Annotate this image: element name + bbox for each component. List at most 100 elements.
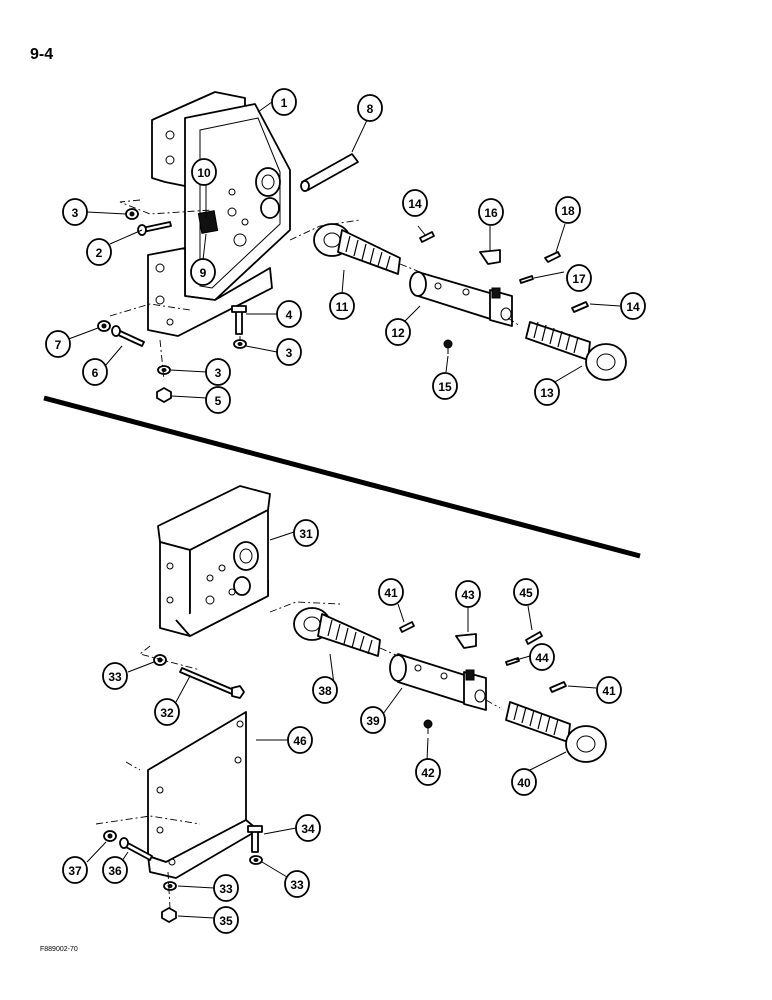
callout-circle: [513, 578, 539, 606]
callout-c33b: 33: [284, 870, 310, 898]
callout-label: 16: [484, 206, 498, 220]
callout-label: 18: [561, 204, 575, 218]
callout-label: 3: [72, 206, 79, 220]
callout-label: 15: [438, 380, 452, 394]
callout-c38: 38: [312, 676, 338, 704]
callout-label: 44: [535, 651, 549, 665]
callout-label: 43: [461, 588, 475, 602]
callout-label: 38: [318, 684, 332, 698]
callout-label: 33: [290, 878, 304, 892]
callout-circle: [191, 158, 217, 186]
callout-label: 14: [626, 300, 640, 314]
callout-circle: [62, 198, 88, 226]
nut-5: [156, 387, 172, 403]
callout-c8: 8: [357, 94, 383, 122]
callout-c32: 32: [154, 698, 180, 726]
callout-c10: 10: [191, 158, 217, 186]
callout-circle: [213, 874, 239, 902]
channel-bracket-31: [157, 485, 271, 637]
callout-c18: 18: [555, 196, 581, 224]
barrel-39: [389, 653, 487, 711]
roll-pin-41a: [399, 621, 415, 633]
callout-label: 5: [215, 394, 222, 408]
rod-end-40: [505, 701, 607, 763]
callout-label: 17: [572, 272, 586, 286]
callout-label: 42: [421, 766, 435, 780]
washer-3b: [233, 339, 247, 349]
bolt-36: [119, 837, 153, 861]
callout-label: 6: [92, 366, 99, 380]
callout-circle: [360, 706, 386, 734]
callout-circle: [620, 292, 646, 320]
callout-label: 40: [517, 776, 531, 790]
callout-c1: 1: [271, 88, 297, 116]
callout-circle: [102, 856, 128, 884]
clip-18: [544, 251, 561, 263]
callout-c41b: 41: [596, 676, 622, 704]
callout-c33c: 33: [213, 874, 239, 902]
callout-circle: [432, 372, 458, 400]
callout-label: 2: [96, 246, 103, 260]
callout-label: 32: [160, 706, 174, 720]
callout-label: 8: [367, 102, 374, 116]
rod-end-13: [525, 321, 627, 381]
callout-c41a: 41: [378, 578, 404, 606]
callout-c42: 42: [415, 758, 441, 786]
callout-circle: [213, 906, 239, 934]
callout-c14b: 14: [620, 292, 646, 320]
callout-circle: [478, 198, 504, 226]
callout-c9: 9: [190, 258, 216, 286]
callout-label: 37: [68, 864, 82, 878]
rod-end-38: [293, 607, 381, 657]
callout-circle: [511, 768, 537, 796]
roll-pin-14b: [571, 301, 589, 313]
callout-circle: [293, 519, 319, 547]
callout-label: 45: [519, 586, 533, 600]
callout-c13: 13: [534, 378, 560, 406]
callout-label: 35: [219, 914, 233, 928]
callout-c16: 16: [478, 198, 504, 226]
callout-circle: [284, 870, 310, 898]
callout-label: 34: [301, 822, 315, 836]
callout-circle: [45, 330, 71, 358]
callout-c4: 4: [276, 300, 302, 328]
washer-3a: [125, 208, 139, 220]
bolt-4: [231, 305, 247, 335]
callout-label: 46: [293, 734, 307, 748]
figure-code: F889002-70: [40, 946, 78, 953]
callout-circle: [555, 196, 581, 224]
callout-circle: [62, 856, 88, 884]
callout-circle: [566, 264, 592, 292]
washer-33c: [163, 881, 177, 891]
callout-c35: 35: [213, 906, 239, 934]
divider-line: [43, 395, 641, 559]
callout-circle: [534, 378, 560, 406]
barrel-12: [409, 271, 513, 327]
lock-plate-16: [479, 249, 501, 265]
washer-3c: [157, 365, 171, 375]
callout-circle: [86, 238, 112, 266]
callout-circle: [329, 292, 355, 320]
callout-label: 33: [219, 882, 233, 896]
callout-label: 12: [391, 326, 405, 340]
nut-35: [161, 907, 177, 923]
callout-label: 4: [286, 308, 293, 322]
callout-circle: [455, 580, 481, 608]
pin-8: [300, 153, 359, 192]
washer-33b: [249, 855, 263, 865]
callout-label: 3: [286, 346, 293, 360]
callout-c31: 31: [293, 519, 319, 547]
callout-c3b: 3: [276, 338, 302, 366]
callout-label: 13: [540, 386, 554, 400]
callout-label: 3: [215, 366, 222, 380]
callout-circle: [276, 300, 302, 328]
plate-9: [197, 210, 219, 234]
callout-c43: 43: [455, 580, 481, 608]
angle-bracket-46: [147, 711, 259, 879]
callout-c46: 46: [287, 726, 313, 754]
callout-circle: [205, 386, 231, 414]
callout-circle: [378, 578, 404, 606]
callout-c37: 37: [62, 856, 88, 884]
callout-c39: 39: [360, 706, 386, 734]
